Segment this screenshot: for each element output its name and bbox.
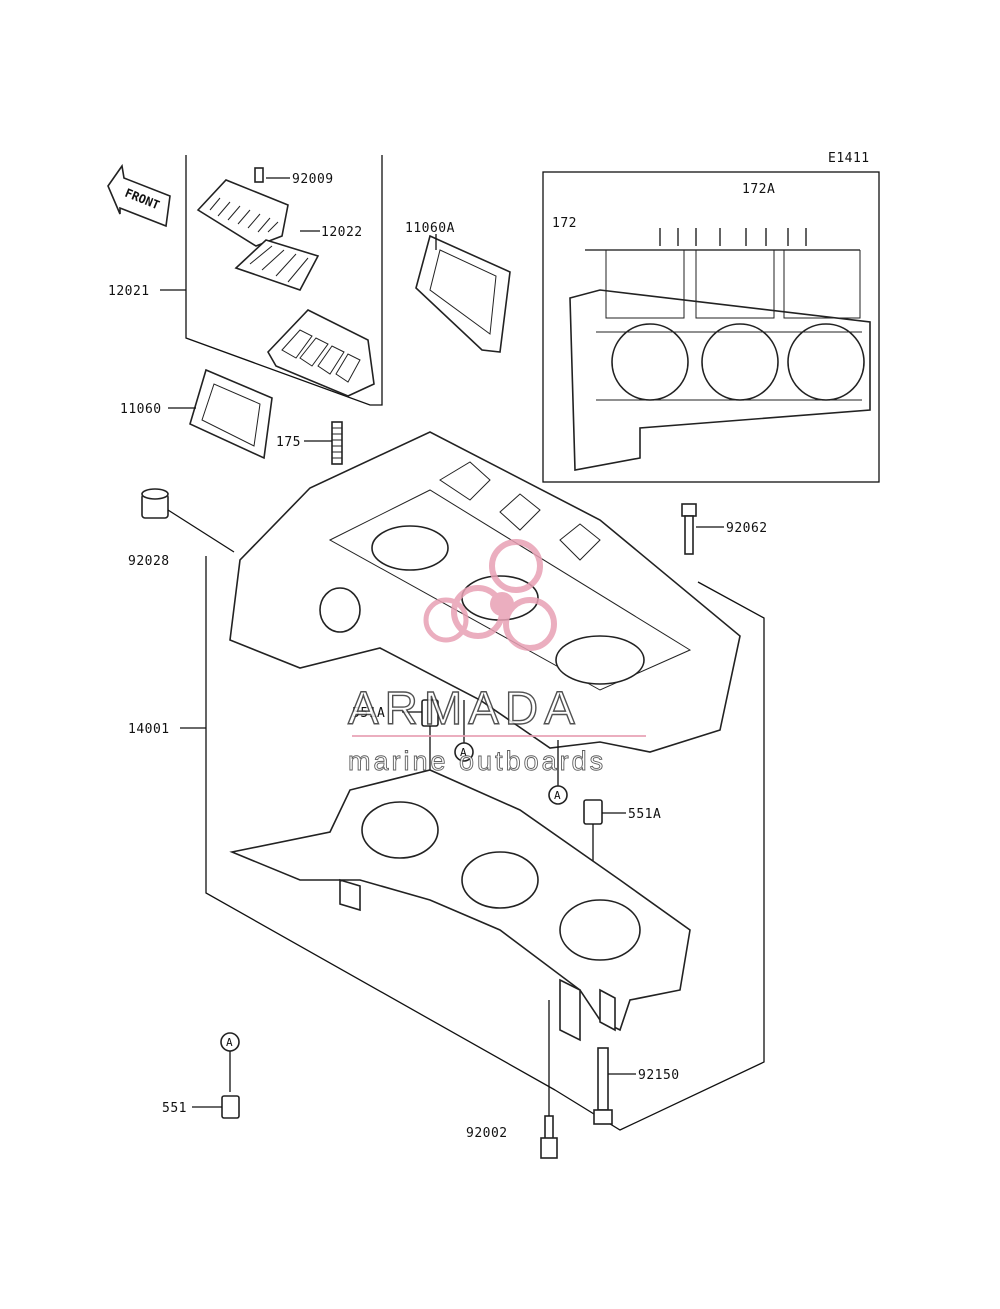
label-11060A: 11060A — [405, 221, 455, 236]
reed-petals-part — [234, 239, 320, 291]
front-arrow-icon: FRONT — [107, 163, 171, 228]
label-92150: 92150 — [638, 1068, 680, 1083]
label-551A-upper: 551A — [352, 706, 385, 721]
inset-title: 172A — [742, 182, 775, 197]
label-92002: 92002 — [466, 1126, 508, 1141]
stud-175-part — [331, 421, 343, 465]
reed-valve-group-bracket — [160, 155, 383, 406]
gasket-11060-part — [189, 368, 273, 460]
inset-head-view: 172A 172 — [542, 171, 880, 483]
reference-a-marker: A — [220, 1032, 240, 1092]
lower-crankcase-part — [229, 769, 691, 1042]
watermark-brand: ARMADA — [348, 682, 581, 734]
label-11060: 11060 — [120, 402, 162, 417]
label-172: 172 — [552, 216, 577, 231]
bolt-92002-part — [540, 1115, 558, 1159]
label-12022: 12022 — [321, 225, 363, 240]
label-175: 175 — [276, 435, 301, 450]
label-14001: 14001 — [128, 722, 170, 737]
label-92009: 92009 — [292, 172, 334, 187]
label-551A-lower: 551A — [628, 807, 661, 822]
reference-a-label: A — [554, 789, 561, 802]
label-551: 551 — [162, 1101, 187, 1116]
gasket-11060A-part — [415, 234, 511, 353]
bolt-92150-part — [593, 1047, 613, 1125]
label-92062: 92062 — [726, 521, 768, 536]
plug-92028-part — [141, 488, 169, 519]
reed-plate-part — [196, 167, 289, 247]
diagram-code: E1411 — [828, 151, 870, 166]
armada-watermark: ARMADA marine outboards — [347, 539, 646, 776]
label-92028: 92028 — [128, 554, 170, 569]
label-12021: 12021 — [108, 284, 150, 299]
dowel-551A-lower-part — [583, 799, 603, 825]
reference-a-label: A — [460, 746, 467, 759]
reference-a-marker: A — [548, 740, 568, 805]
watermark-tagline: marine outboards — [348, 746, 606, 776]
reference-a-label: A — [226, 1036, 233, 1049]
reed-valve-body-part — [267, 309, 375, 397]
armada-logo-icon — [423, 539, 557, 651]
bolt-92062-part — [681, 503, 697, 555]
dowel-551-part — [221, 1095, 240, 1119]
